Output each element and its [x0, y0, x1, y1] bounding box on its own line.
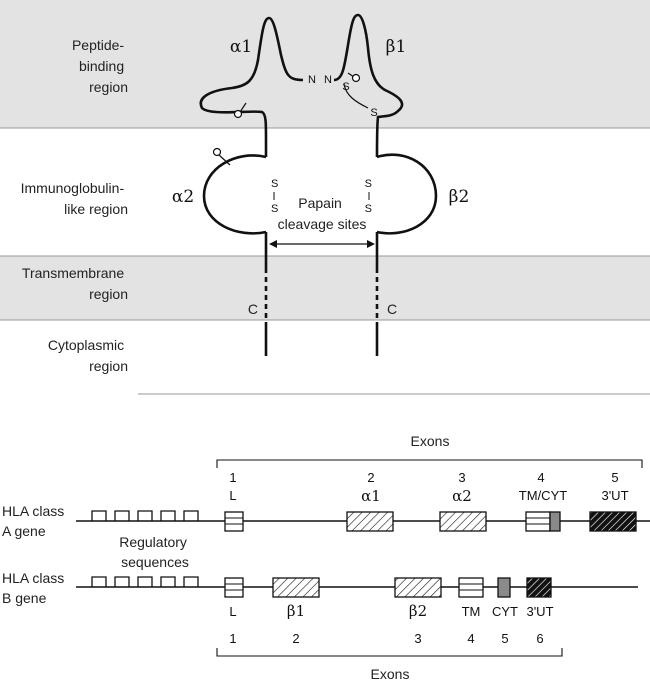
alpha2-label: α2	[172, 187, 194, 207]
beta-c-label: C	[387, 301, 397, 317]
gene-a-exon-2: 2 α1	[346, 470, 394, 532]
beta-n-terminus: N	[324, 74, 332, 86]
alpha-chain	[199, 16, 304, 356]
beta2-s-label-bottom: S	[365, 203, 372, 215]
svg-text:L: L	[229, 604, 236, 619]
alpha-n-terminus: N	[308, 74, 316, 86]
svg-text:4: 4	[537, 470, 544, 485]
svg-text:α1: α1	[361, 487, 381, 505]
svg-text:1: 1	[229, 470, 236, 485]
gene-b-regulatory	[91, 576, 199, 587]
svg-text:5: 5	[611, 470, 618, 485]
svg-text:β2: β2	[409, 602, 427, 620]
papain-arrow	[269, 240, 375, 248]
svg-text:3: 3	[458, 470, 465, 485]
svg-text:3'UT: 3'UT	[601, 488, 628, 503]
exons-label-top: Exons	[411, 433, 450, 449]
gene-a-exon-1: 1 L	[224, 470, 244, 532]
glycan-icon	[233, 109, 243, 119]
gene-b-exon-3: β2 3	[394, 577, 442, 646]
beta1-label: β1	[386, 37, 407, 57]
beta1-s-label-top: S	[342, 81, 349, 93]
papain-label: Papain cleavage sites	[278, 195, 367, 232]
transmembrane-band	[0, 256, 650, 320]
exons-label-bottom: Exons	[371, 666, 410, 682]
region-label-transmembrane: Transmembrane region	[22, 265, 128, 302]
svg-text:3: 3	[414, 631, 421, 646]
alpha-c-label: C	[248, 301, 258, 317]
gene-b-exon-5: CYT 5	[492, 577, 518, 646]
glycan-icon	[351, 73, 361, 83]
gene-a-regulatory	[91, 510, 199, 521]
svg-text:L: L	[229, 488, 236, 503]
gene-a-label: HLA class A gene	[2, 503, 68, 539]
region-label-cytoplasmic: Cytoplasmic region	[48, 337, 128, 374]
svg-text:3'UT: 3'UT	[526, 604, 553, 619]
svg-text:TM: TM	[462, 604, 481, 619]
alpha1-label: α1	[230, 37, 252, 57]
region-label-peptide: Peptide- binding region	[72, 37, 128, 95]
gene-a-exon-4: 4 TM/CYT	[519, 470, 567, 532]
gene-a-exon-5: 5 3'UT	[589, 470, 637, 532]
alpha2-s-label-bottom: S	[271, 203, 278, 215]
alpha2-s-label-top: S	[271, 178, 278, 190]
beta1-s-label-bottom: S	[370, 107, 377, 119]
gene-b-exon-2: β1 2	[272, 577, 320, 646]
beta2-label: β2	[449, 187, 470, 207]
gene-b-exon-4: TM 4	[458, 577, 484, 646]
beta2-s-label-top: S	[365, 178, 372, 190]
beta-chain	[333, 13, 438, 356]
glycan-icon	[212, 147, 222, 157]
region-label-immunoglobulin: Immunoglobulin- like region	[21, 180, 128, 217]
svg-text:5: 5	[501, 631, 508, 646]
svg-text:2: 2	[292, 631, 299, 646]
svg-text:6: 6	[536, 631, 543, 646]
region-bands	[0, 0, 650, 395]
regulatory-label: Regulatory sequences	[119, 534, 191, 570]
gene-b-exon-1: L 1	[224, 577, 244, 646]
gene-b-exon-6: 3'UT 6	[526, 577, 554, 646]
svg-text:4: 4	[467, 631, 474, 646]
svg-text:TM/CYT: TM/CYT	[519, 488, 567, 503]
svg-text:α2: α2	[452, 487, 472, 505]
svg-text:2: 2	[367, 470, 374, 485]
gene-b-label: HLA class B gene	[2, 570, 68, 606]
svg-text:CYT: CYT	[492, 604, 518, 619]
gene-a-exon-3: 3 α2	[439, 470, 487, 532]
peptide-binding-band	[0, 0, 650, 128]
svg-text:1: 1	[229, 631, 236, 646]
svg-text:β1: β1	[287, 602, 305, 620]
